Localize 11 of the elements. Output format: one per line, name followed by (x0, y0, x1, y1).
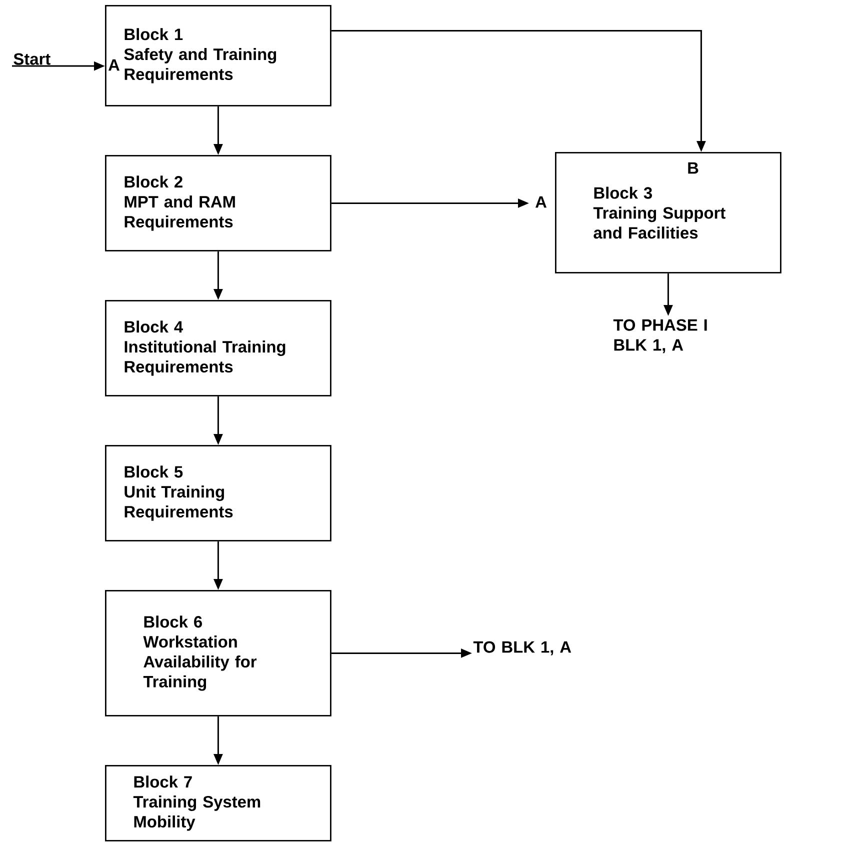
connector-label: TO BLK 1, A (473, 641, 572, 656)
process-box: Block 7 Training System Mobility (105, 765, 332, 842)
port-label: A (108, 59, 120, 71)
process-box: Block 2 MPT and RAM Requirements (105, 155, 332, 252)
start-label: Start (14, 53, 50, 65)
port-label: A (535, 196, 546, 208)
connector-label: TO PHASE I BLK 1, A (613, 319, 707, 354)
port-label: B (688, 162, 698, 174)
process-box: Block 5 Unit Training Requirements (105, 445, 332, 542)
process-box: Block 4 Institutional Training Requirements (105, 300, 332, 396)
process-box: Block 6 Workstation Availability for Training (105, 590, 332, 716)
